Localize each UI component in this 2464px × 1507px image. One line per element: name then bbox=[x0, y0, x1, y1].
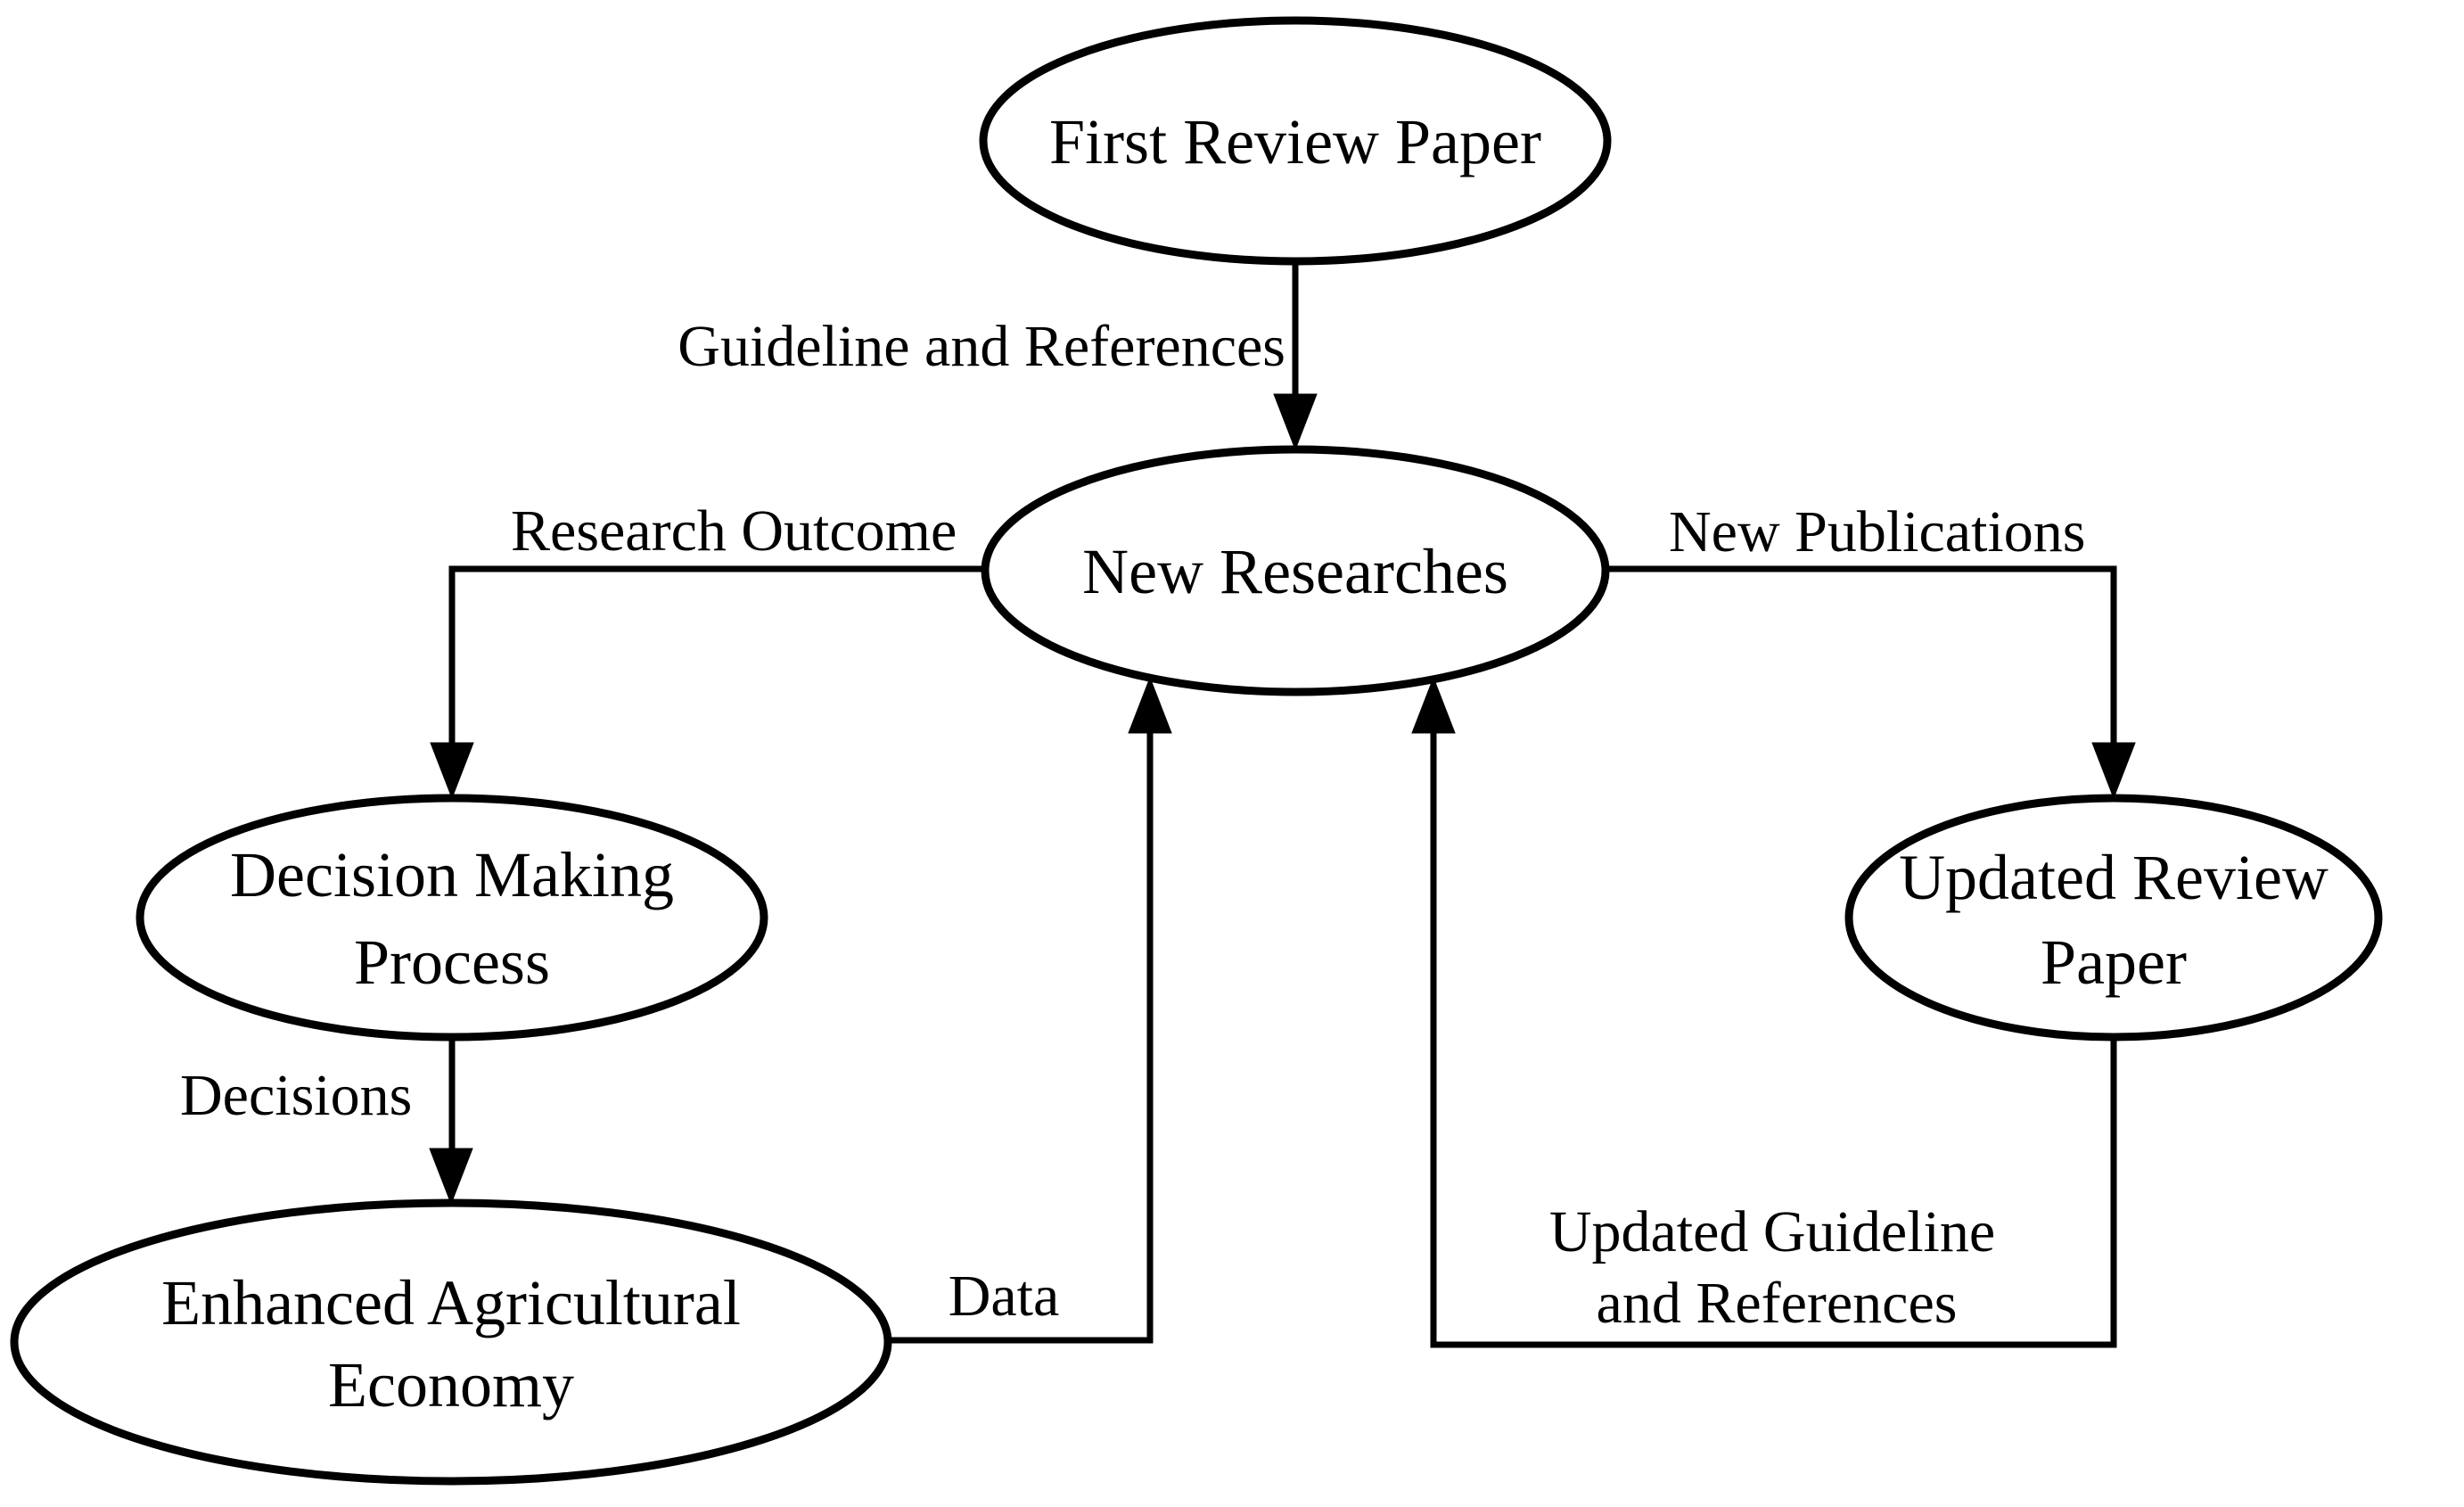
node-first-review-paper-label: First Review Paper bbox=[1049, 106, 1541, 177]
node-decision-making-process: Decision Making Process bbox=[136, 794, 768, 1042]
edge-label-decisions: Decisions bbox=[180, 1063, 412, 1128]
node-updated-review-paper: Updated Review Paper bbox=[1844, 794, 2383, 1042]
node-new-researches: New Researches bbox=[981, 445, 1610, 696]
arrowhead-down-icon bbox=[2091, 742, 2136, 800]
node-enhanced-agricultural-economy-label-line2: Economy bbox=[328, 1349, 574, 1421]
edge-first-to-new: Guideline and References bbox=[678, 261, 1318, 451]
node-decision-making-process-ellipse bbox=[136, 794, 768, 1042]
node-first-review-paper-ellipse bbox=[979, 16, 1612, 266]
edge-label-new-publications: New Publications bbox=[1669, 499, 2085, 564]
arrowhead-up-icon bbox=[1411, 676, 1456, 734]
arrowhead-down-icon bbox=[429, 1148, 473, 1206]
node-updated-review-paper-label-line2: Paper bbox=[2041, 926, 2187, 998]
edge-label-research-outcome: Research Outcome bbox=[511, 498, 957, 564]
edge-updated-to-new-line bbox=[1430, 729, 2117, 1348]
arrowhead-up-icon bbox=[1128, 676, 1172, 734]
node-new-researches-label: New Researches bbox=[1082, 536, 1508, 607]
node-enhanced-agricultural-economy: Enhanced Agricultural Economy bbox=[10, 1198, 892, 1486]
node-enhanced-agricultural-economy-label-line1: Enhanced Agricultural bbox=[161, 1267, 741, 1338]
edge-new-to-updated-line bbox=[1606, 565, 2117, 749]
edge-new-to-decision: Research Outcome bbox=[430, 498, 985, 800]
node-decision-making-process-label-line1: Decision Making bbox=[230, 839, 674, 910]
edge-label-updated-guideline-line1: Updated Guideline bbox=[1549, 1199, 1995, 1264]
edge-label-guideline-and-references: Guideline and References bbox=[678, 314, 1285, 379]
edge-new-to-decision-line bbox=[448, 565, 985, 749]
node-first-review-paper: First Review Paper bbox=[979, 16, 1612, 266]
node-decision-making-process-label-line2: Process bbox=[354, 926, 550, 998]
edge-enhanced-to-new-line bbox=[887, 729, 1154, 1344]
node-updated-review-paper-ellipse bbox=[1844, 794, 2383, 1042]
edge-decision-to-enhanced: Decisions bbox=[180, 1037, 473, 1206]
edge-new-to-updated: New Publications bbox=[1606, 499, 2136, 800]
edge-label-updated-guideline-line2: and References bbox=[1597, 1271, 1958, 1336]
arrowhead-down-icon bbox=[1273, 393, 1318, 451]
node-enhanced-agricultural-economy-ellipse bbox=[10, 1198, 892, 1486]
node-new-researches-ellipse bbox=[981, 445, 1610, 696]
node-updated-review-paper-label-line1: Updated Review bbox=[1899, 842, 2328, 913]
arrowhead-down-icon bbox=[430, 742, 474, 800]
edge-enhanced-to-new: Data bbox=[887, 676, 1172, 1344]
edge-label-data: Data bbox=[949, 1264, 1060, 1329]
edge-updated-to-new: Updated Guideline and References bbox=[1411, 676, 2117, 1348]
